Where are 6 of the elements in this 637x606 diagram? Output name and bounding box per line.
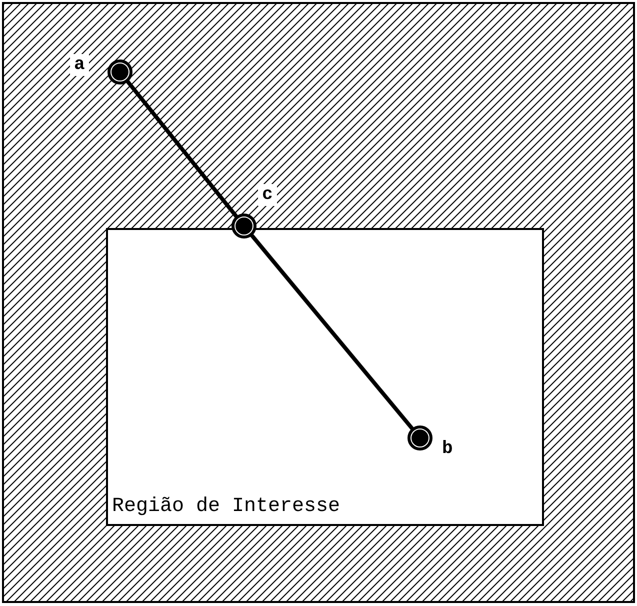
region-label: Região de Interesse [112, 495, 340, 518]
line-segment [126, 80, 238, 218]
point-label: c [258, 184, 277, 206]
region-box [106, 228, 544, 526]
point-label: a [70, 54, 89, 76]
line-segment [250, 234, 414, 430]
